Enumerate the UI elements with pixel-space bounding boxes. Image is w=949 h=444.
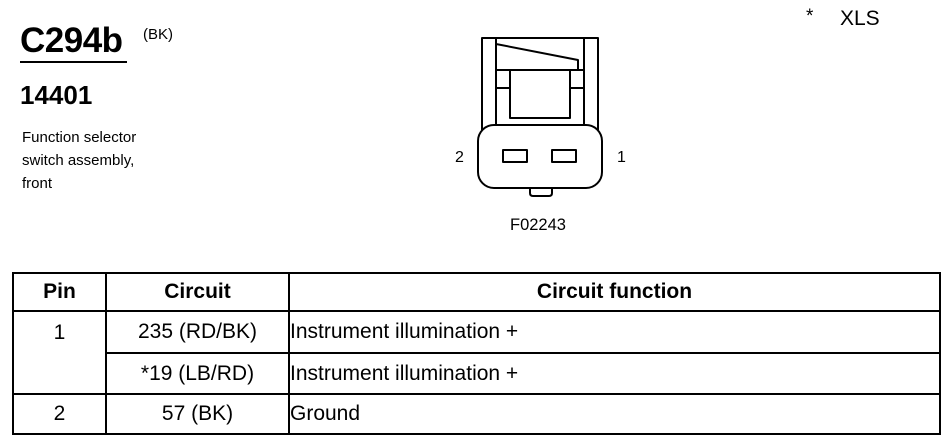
connector-face-drawing <box>477 37 603 197</box>
circuit-function-cell: Instrument illumination + <box>288 352 941 395</box>
circuit-function-cell: Ground <box>288 393 941 435</box>
housing-tab-right <box>569 69 585 89</box>
terminal-cavity-pin-1 <box>551 149 577 163</box>
terminal-cavity-pin-2 <box>502 149 528 163</box>
connector-color: (BK) <box>143 26 173 43</box>
figure-id: F02243 <box>510 216 566 234</box>
pin-cell: 2 <box>12 393 107 435</box>
description-line: Function selector <box>22 129 137 146</box>
table-row: *19 (LB/RD) Instrument illumination + <box>13 352 941 395</box>
header-circuit: Circuit <box>105 272 290 312</box>
part-number: 14401 <box>20 80 93 110</box>
connector-id-underline <box>20 61 127 63</box>
pinout-table: Pin Circuit Circuit function 1 235 (RD/B… <box>12 272 941 435</box>
table-header-row: Pin Circuit Circuit function <box>12 272 941 312</box>
table-row: 2 57 (BK) Ground <box>12 393 941 435</box>
circuit-cell: *19 (LB/RD) <box>105 352 290 395</box>
option-marker: * <box>806 6 814 27</box>
connector-description: Function selector switch assembly, front <box>22 126 136 195</box>
housing-tab-left <box>495 69 511 89</box>
plug-key-tab <box>529 188 553 197</box>
pin-number-label-left: 2 <box>455 149 464 166</box>
description-line: switch assembly, <box>22 152 135 169</box>
header-pin: Pin <box>12 272 107 312</box>
pin-cell: 1 <box>12 310 107 395</box>
housing-window <box>509 69 571 119</box>
circuit-cell: 57 (BK) <box>105 393 290 435</box>
header-circuit-function: Circuit function <box>288 272 941 312</box>
option-label: XLS <box>840 7 880 30</box>
table-row: 1 235 (RD/BK) Instrument illumination + <box>12 310 941 395</box>
circuit-function-cell: Instrument illumination + <box>288 310 941 354</box>
description-line: front <box>22 175 53 192</box>
connector-housing <box>481 37 599 130</box>
pin-number-label-right: 1 <box>617 149 626 166</box>
housing-outline <box>481 37 599 130</box>
plug-body <box>477 124 603 189</box>
connector-id: C294b <box>20 21 123 60</box>
connector-plug <box>477 124 603 197</box>
circuit-cell: 235 (RD/BK) <box>105 310 290 354</box>
